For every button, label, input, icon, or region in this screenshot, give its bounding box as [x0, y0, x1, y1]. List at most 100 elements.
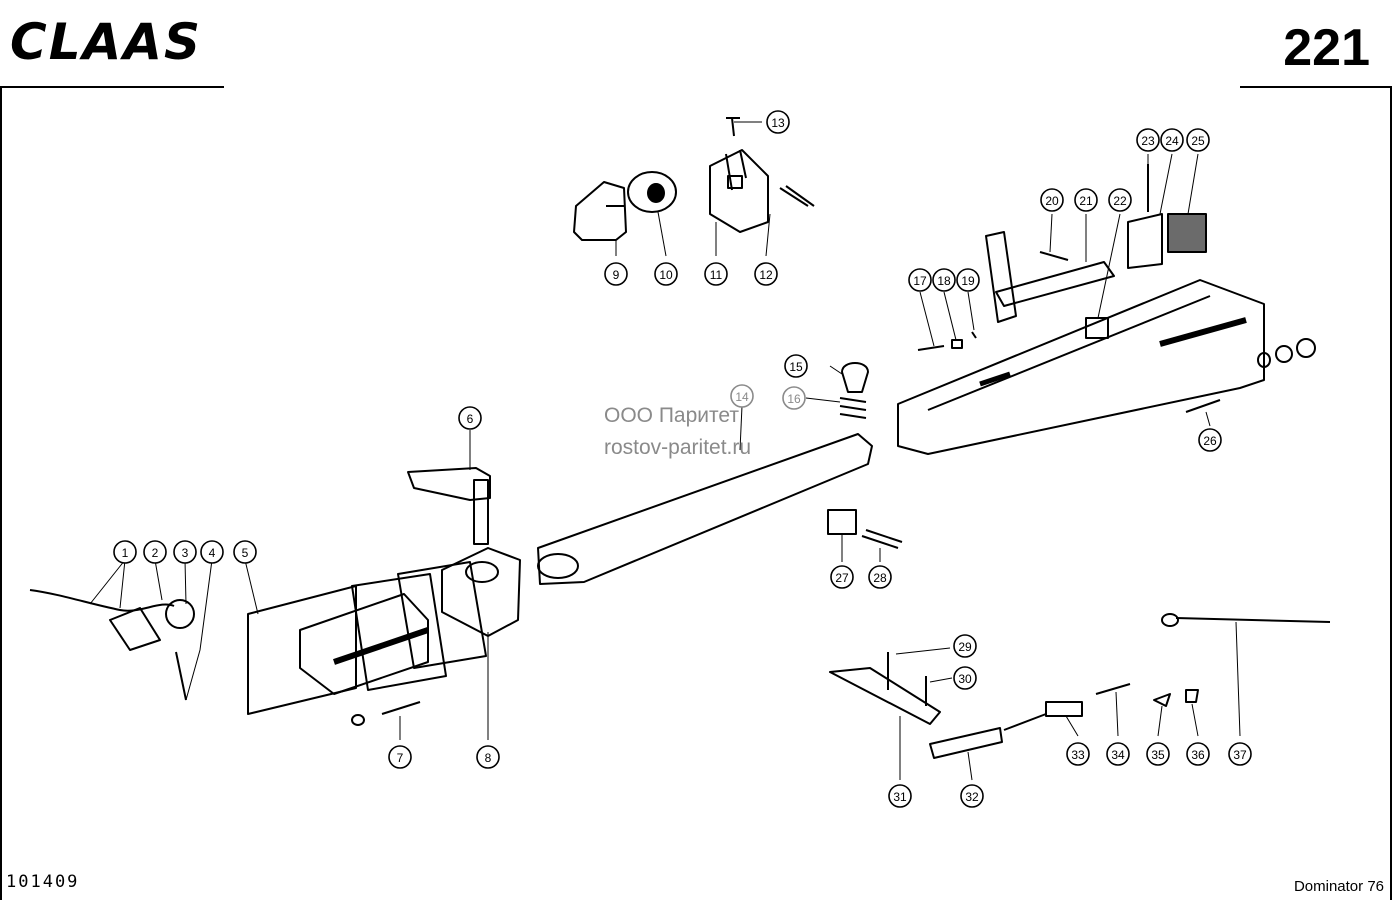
callout-15: 15 — [784, 354, 808, 378]
callout-2: 2 — [143, 540, 167, 564]
callout-number: 30 — [958, 672, 972, 686]
header-rule-left — [0, 86, 224, 88]
callout-number: 29 — [958, 640, 972, 654]
callout-9: 9 — [604, 262, 628, 286]
part-31-plate — [829, 667, 941, 725]
callout-18: 18 — [932, 268, 956, 292]
part-32-33-cable-tensioner — [929, 701, 1083, 759]
part-28-pin — [861, 529, 903, 549]
callout-number: 8 — [485, 751, 492, 765]
callout-24: 24 — [1160, 128, 1184, 152]
part-15-cap — [841, 362, 869, 393]
machine-model: Dominator 76 — [1293, 878, 1384, 895]
leader-lines — [89, 121, 1241, 781]
part-1-4-switch-assembly — [29, 589, 195, 701]
callout-8: 8 — [476, 745, 500, 769]
brand-logo-text: CLAAS — [10, 13, 202, 71]
callout-5: 5 — [233, 540, 257, 564]
callout-number: 5 — [242, 546, 249, 560]
part-25-rubber-block — [1167, 213, 1207, 253]
part-22-block — [1085, 317, 1109, 339]
callout-31: 31 — [888, 784, 912, 808]
callout-number: 9 — [613, 268, 620, 282]
part-21-bracket — [985, 231, 1115, 323]
callout-25: 25 — [1186, 128, 1210, 152]
callout-number: 21 — [1079, 194, 1093, 208]
callout-number: 34 — [1111, 748, 1125, 762]
callout-6: 6 — [458, 406, 482, 430]
callout-27: 27 — [830, 565, 854, 589]
callout-35: 35 — [1146, 742, 1170, 766]
mounting-plates — [351, 561, 487, 691]
callout-number: 33 — [1071, 748, 1085, 762]
part-8-bearing-bracket — [441, 547, 521, 637]
document-number: 101409 — [6, 872, 80, 892]
callout-number: 1 — [122, 546, 129, 560]
callout-number: 32 — [965, 790, 979, 804]
callout-number: 10 — [659, 268, 673, 282]
part-12-pin — [779, 185, 815, 207]
callout-21: 21 — [1074, 188, 1098, 212]
callout-number: 27 — [835, 571, 849, 585]
callout-11: 11 — [704, 262, 728, 286]
callout-number: 28 — [873, 571, 887, 585]
callout-number: 2 — [152, 546, 159, 560]
callout-number: 6 — [467, 412, 474, 426]
frame-right-border — [1390, 88, 1392, 900]
callout-number: 20 — [1045, 194, 1059, 208]
part-7-bolt — [351, 701, 421, 726]
main-frame-beam — [897, 279, 1265, 455]
callout-13: 13 — [766, 110, 790, 134]
callout-23: 23 — [1136, 128, 1160, 152]
callout-number: 16 — [787, 392, 801, 406]
callout-14: 14 — [730, 384, 754, 408]
callout-22: 22 — [1108, 188, 1132, 212]
callout-number: 37 — [1233, 748, 1247, 762]
callout-37: 37 — [1228, 742, 1252, 766]
part-5-motor-cylinder — [247, 585, 429, 715]
callout-number: 36 — [1191, 748, 1205, 762]
callout-number: 17 — [913, 274, 927, 288]
callout-28: 28 — [868, 565, 892, 589]
callout-number: 24 — [1165, 134, 1179, 148]
callout-16: 16 — [782, 386, 806, 410]
callout-19: 19 — [956, 268, 980, 292]
part-11-housing — [709, 149, 769, 233]
callout-number: 14 — [735, 390, 749, 404]
callout-12: 12 — [754, 262, 778, 286]
callout-number: 31 — [893, 790, 907, 804]
part-10-disc — [627, 171, 677, 213]
part-35-36-clips — [1153, 689, 1199, 707]
part-26-bolt-nuts — [1185, 338, 1316, 413]
part-20-bolt — [1039, 251, 1069, 261]
callout-number: 18 — [937, 274, 951, 288]
callout-33: 33 — [1066, 742, 1090, 766]
part-13-screw — [726, 117, 740, 137]
callout-number: 7 — [397, 751, 404, 765]
part-17-19-screw-set — [917, 331, 977, 351]
part-29-30-rivets — [887, 652, 927, 706]
part-9-bracket — [573, 181, 627, 241]
callout-36: 36 — [1186, 742, 1210, 766]
header-rule-right — [1240, 86, 1392, 88]
callout-number: 13 — [771, 116, 785, 130]
callout-number: 25 — [1191, 134, 1205, 148]
callout-10: 10 — [654, 262, 678, 286]
callout-number: 11 — [710, 268, 723, 282]
callout-30: 30 — [953, 666, 977, 690]
callout-34: 34 — [1106, 742, 1130, 766]
callout-number: 26 — [1203, 434, 1217, 448]
callout-number: 15 — [789, 360, 803, 374]
brand-logo: CLAAS — [10, 14, 228, 70]
watermark-company: ООО Паритет — [604, 404, 740, 427]
callout-26: 26 — [1198, 428, 1222, 452]
part-6-handle — [407, 467, 491, 545]
callout-number: 19 — [961, 274, 975, 288]
callout-number: 4 — [209, 546, 216, 560]
frame-left-border — [0, 88, 2, 900]
callout-number: 3 — [182, 546, 189, 560]
part-37-cable — [1161, 613, 1331, 627]
page-number: 221 — [1283, 19, 1370, 77]
callout-32: 32 — [960, 784, 984, 808]
